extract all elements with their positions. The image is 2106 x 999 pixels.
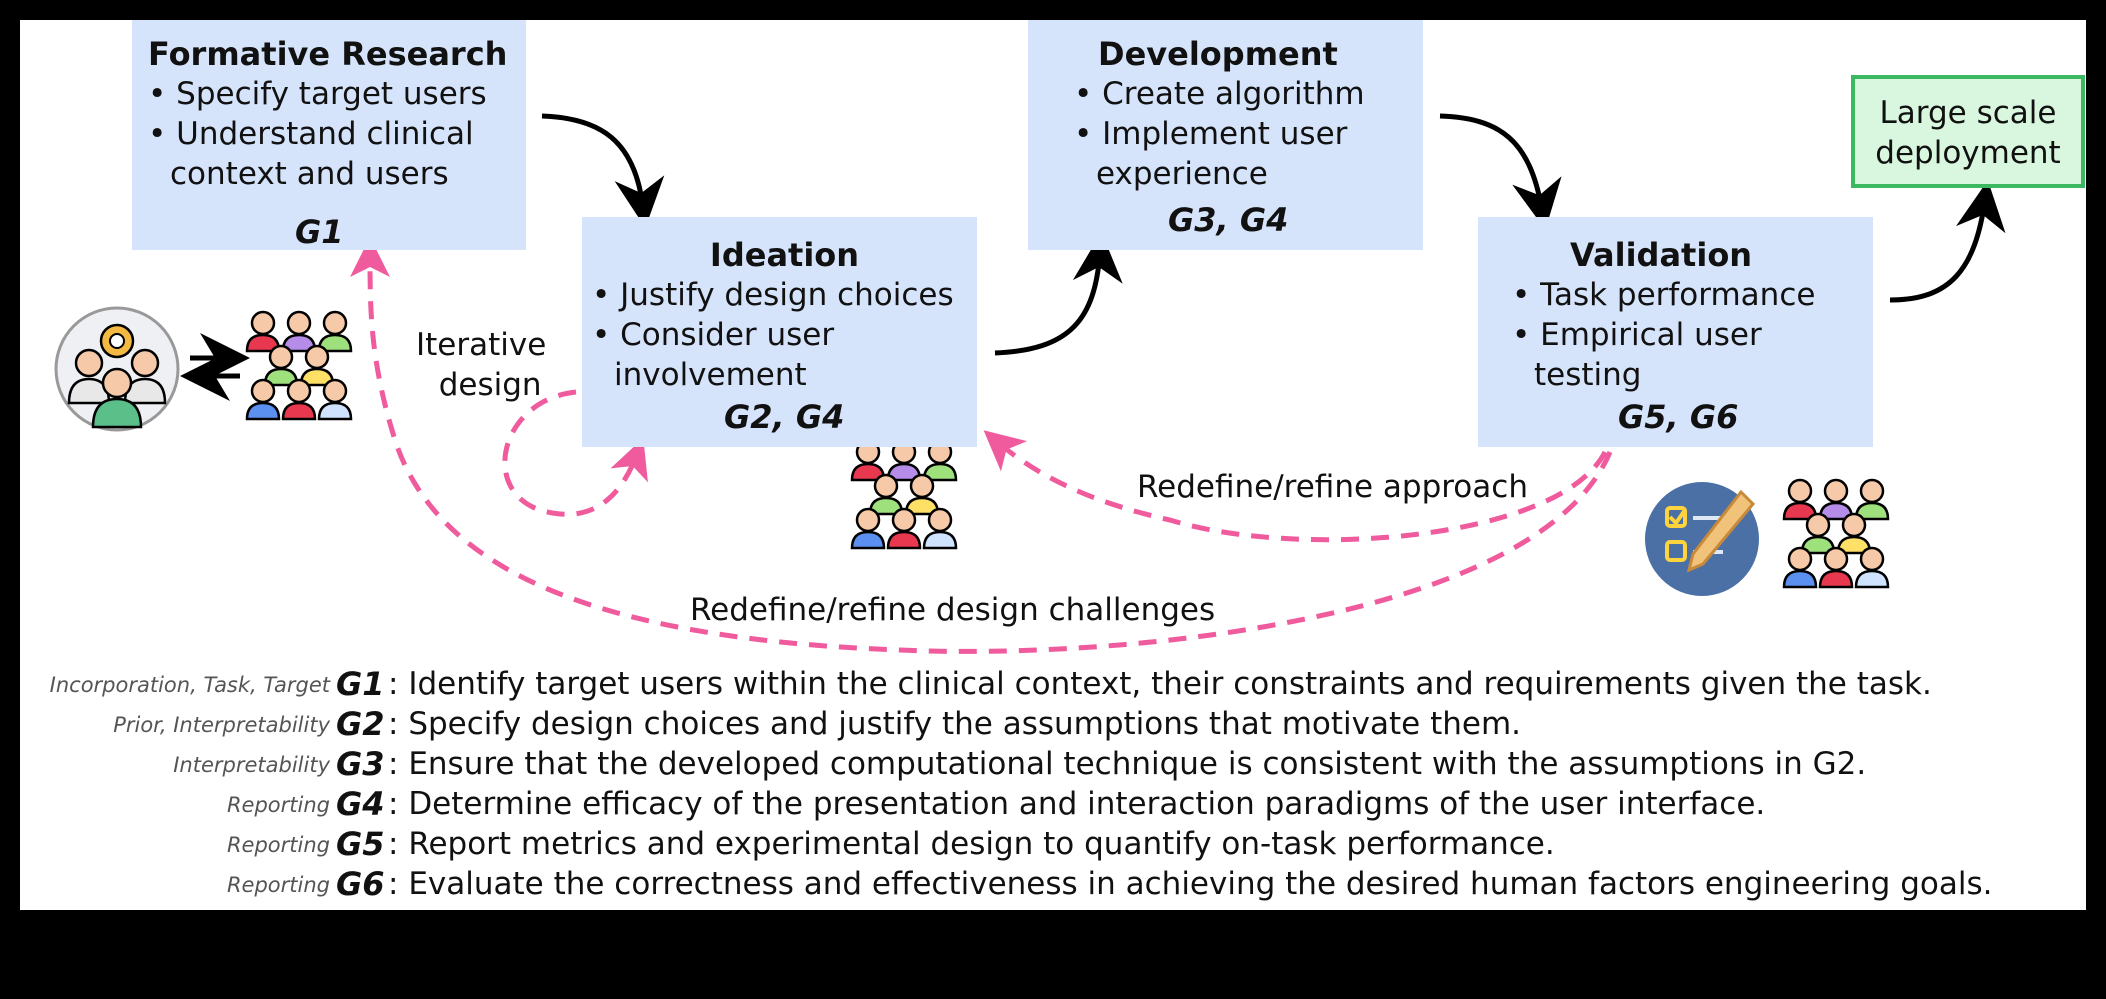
goal-description: : Specify design choices and justify the…	[388, 706, 1521, 742]
goal-description-text: Ensure that the developed computational …	[408, 746, 1867, 782]
iterative-label-line2: design	[438, 367, 542, 403]
bullet-continuation: testing	[1534, 357, 1642, 393]
box-title: Validation	[1570, 236, 1753, 274]
user-group-icon	[850, 439, 958, 550]
goal-tags-label: Reporting	[226, 873, 330, 897]
box-title: Ideation	[709, 236, 860, 274]
goal-code: G2	[336, 705, 385, 743]
iterative-label-line1: Iterative	[416, 327, 547, 363]
bullet-item: Consider user	[592, 315, 977, 355]
box-title: Formative Research	[148, 35, 508, 73]
goal-code: G5	[336, 825, 385, 863]
goal-description: : Ensure that the developed computationa…	[388, 746, 1867, 782]
goal-code: G3	[336, 745, 385, 783]
refine-approach-label: Redefine/refine approach	[1137, 469, 1528, 505]
arrow-refine-approach	[983, 430, 1608, 543]
refine-challenges-label: Redefine/refine design challenges	[690, 592, 1216, 628]
goal-description: : Identify target users within the clini…	[388, 666, 1932, 702]
validation-box: Validation Task performance Empirical us…	[1478, 217, 1873, 447]
deployment-label-line2: deployment	[1875, 135, 2061, 171]
deployment-label-line1: Large scale	[1879, 95, 2057, 131]
goal-description: : Report metrics and experimental design…	[388, 826, 1555, 862]
bullet-item: Task performance	[1512, 275, 1873, 315]
iterative-design-label: Iterative design	[416, 325, 546, 405]
goal-row-g2: Prior, Interpretability G2 : Specify des…	[20, 705, 2086, 745]
goal-tags-label: Reporting	[226, 833, 330, 857]
goal-row-g3: Interpretability G3 : Ensure that the de…	[20, 745, 2086, 785]
goal-description: : Evaluate the correctness and effective…	[388, 866, 1993, 902]
bullet-continuation: involvement	[614, 357, 807, 393]
goal-description-text: Specify design choices and justify the a…	[408, 706, 1521, 742]
development-box: Development Create algorithm Implement u…	[1028, 20, 1423, 250]
deployment-box: Large scale deployment	[1851, 75, 2085, 188]
bullet-item: Justify design choices	[592, 275, 977, 315]
goal-code: G4	[336, 785, 385, 823]
goal-tags-label: Interpretability	[173, 753, 330, 777]
goal-tags: G1	[295, 213, 344, 251]
bullet-continuation: context and users	[170, 156, 449, 192]
goal-tags: G5, G6	[1618, 398, 1739, 436]
goal-code: G1	[336, 665, 385, 703]
arrow-development-to-validation	[1439, 113, 1562, 230]
researcher-icon	[54, 306, 180, 432]
goal-tags: G3, G4	[1168, 201, 1289, 239]
goal-code: G6	[336, 865, 385, 903]
goal-row-g5: Reporting G5 : Report metrics and experi…	[20, 825, 2086, 865]
bullet-continuation: experience	[1096, 156, 1268, 192]
goal-description-text: Report metrics and experimental design t…	[408, 826, 1555, 862]
goal-description-text: Evaluate the correctness and effectivene…	[408, 866, 1993, 902]
bullet-item: Specify target users	[148, 74, 526, 114]
goal-row-g6: Reporting G6 : Evaluate the correctness …	[20, 865, 2086, 905]
arrow-iterative-design	[502, 389, 648, 517]
goal-tags-label: Reporting	[226, 793, 330, 817]
user-group-icon	[245, 310, 353, 421]
bullet-item: Empirical user	[1512, 315, 1873, 355]
checklist-icon	[1645, 482, 1759, 596]
diagram-canvas: Formative Research Specify target users …	[20, 20, 2086, 910]
arrow-refine-challenges	[350, 237, 1613, 654]
arrow-ideation-to-development	[994, 232, 1123, 356]
arrow-validation-to-deployment	[1889, 180, 2006, 303]
goal-tags-label: Prior, Interpretability	[113, 713, 330, 737]
goal-row-g1: Incorporation, Task, Target G1 : Identif…	[20, 665, 2086, 705]
user-group-icon	[1782, 478, 1890, 589]
ideation-box: Ideation Justify design choices Consider…	[582, 217, 977, 447]
bullet-item: Understand clinical	[148, 114, 526, 154]
arrow-formative-to-ideation	[541, 113, 665, 228]
goal-description: : Determine efficacy of the presentation…	[388, 786, 1766, 822]
goal-tags-label: Incorporation, Task, Target	[49, 673, 330, 697]
goal-description-text: Identify target users within the clinica…	[408, 666, 1932, 702]
box-title: Development	[1098, 35, 1338, 73]
goal-description-text: Determine efficacy of the presentation a…	[408, 786, 1766, 822]
connectors-layer	[54, 113, 2006, 654]
goal-tags: G2, G4	[724, 398, 845, 436]
formative-research-box: Formative Research Specify target users …	[132, 20, 526, 251]
bullet-item: Create algorithm	[1074, 74, 1423, 114]
goal-row-g4: Reporting G4 : Determine efficacy of the…	[20, 785, 2086, 825]
bullet-item: Implement user	[1074, 114, 1423, 154]
